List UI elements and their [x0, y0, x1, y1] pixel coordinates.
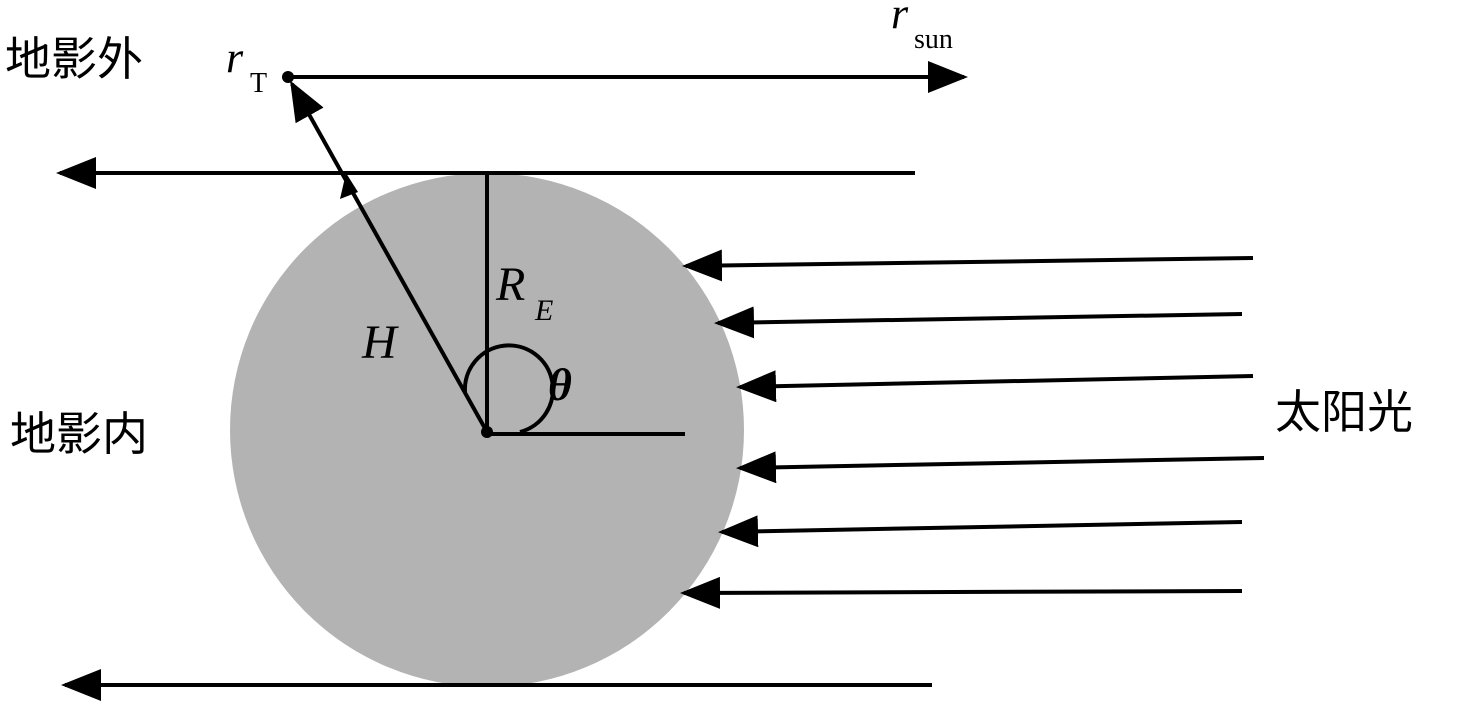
sun-ray-6: [680, 576, 1243, 609]
r-sun-subscript: sun: [914, 24, 953, 55]
angle-symbol: θ: [548, 359, 572, 410]
sun-ray-2: [714, 306, 1243, 339]
outside-shadow-label: 地影外: [5, 32, 143, 86]
r-sun-symbol: r: [891, 0, 909, 38]
radius-symbol: R: [495, 258, 525, 311]
angle-arc: [462, 343, 555, 434]
height-symbol: H: [361, 316, 399, 369]
r-t-symbol: r: [226, 33, 244, 82]
sun-ray-4: [736, 451, 1265, 484]
h-vector-mid-arrowhead: [340, 173, 358, 199]
r-t-subscript: T: [250, 68, 267, 99]
sunlight-label: 太阳光: [1275, 385, 1413, 439]
sun-ray-5: [718, 515, 1243, 548]
inside-shadow-label: 地影内: [10, 407, 148, 461]
h-vector-arrow: [290, 80, 489, 433]
sun-ray-3: [736, 370, 1254, 403]
sun-ray-1: [682, 249, 1254, 282]
radius-subscript: E: [534, 294, 553, 327]
satellite-point: [282, 71, 294, 83]
earth-center-point: [481, 426, 493, 438]
